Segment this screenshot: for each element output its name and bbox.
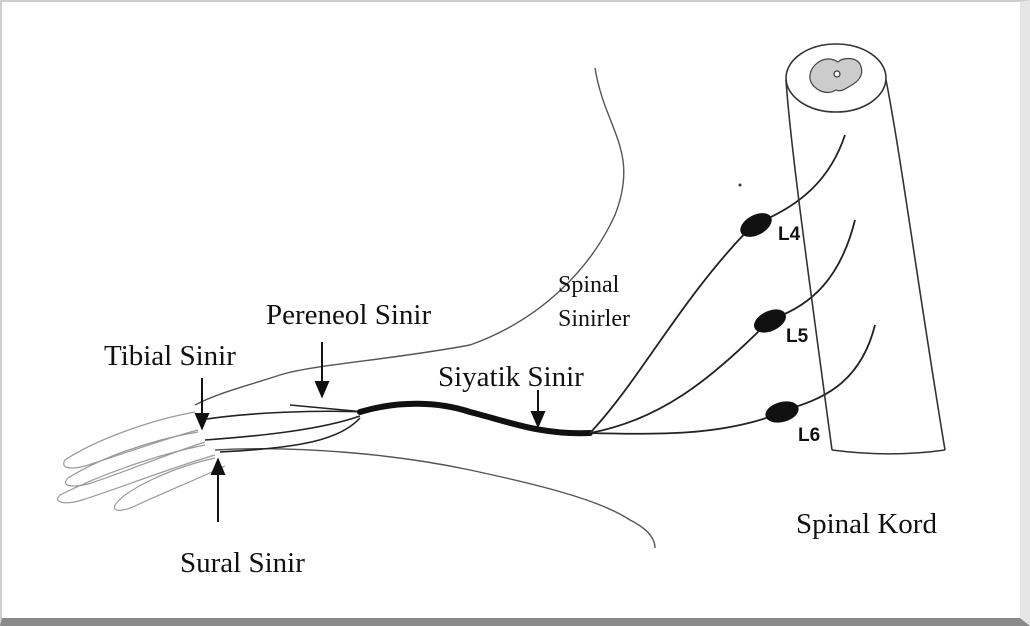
label-l6: L6 <box>798 425 820 446</box>
sciatic-nerve <box>360 404 590 433</box>
leg-lower-outline <box>215 449 655 548</box>
spinal-cord <box>786 44 945 454</box>
ganglion-l5 <box>750 305 789 337</box>
label-spinal-sinirler-1: Spinal <box>558 272 620 298</box>
pereneol-arrow-head <box>316 382 328 396</box>
foot-nerves <box>200 405 365 452</box>
siyatik-arrow-head <box>532 412 544 426</box>
label-l5: L5 <box>786 326 809 347</box>
leg-upper-outline <box>195 68 624 405</box>
foot-toes <box>58 412 225 510</box>
label-sural: Sural Sinir <box>180 547 305 579</box>
label-spinal-kord: Spinal Kord <box>796 508 937 540</box>
ganglion-l6 <box>763 398 801 426</box>
label-tibial: Tibial Sinir <box>104 340 236 372</box>
label-spinal-sinirler-2: Sinirler <box>558 306 630 332</box>
tibial-arrow-head <box>196 414 208 428</box>
spinal-nerves <box>590 135 875 434</box>
label-pereneol: Pereneol Sinir <box>266 299 431 331</box>
label-siyatik: Siyatik Sinir <box>438 361 584 393</box>
label-l4: L4 <box>778 224 801 245</box>
